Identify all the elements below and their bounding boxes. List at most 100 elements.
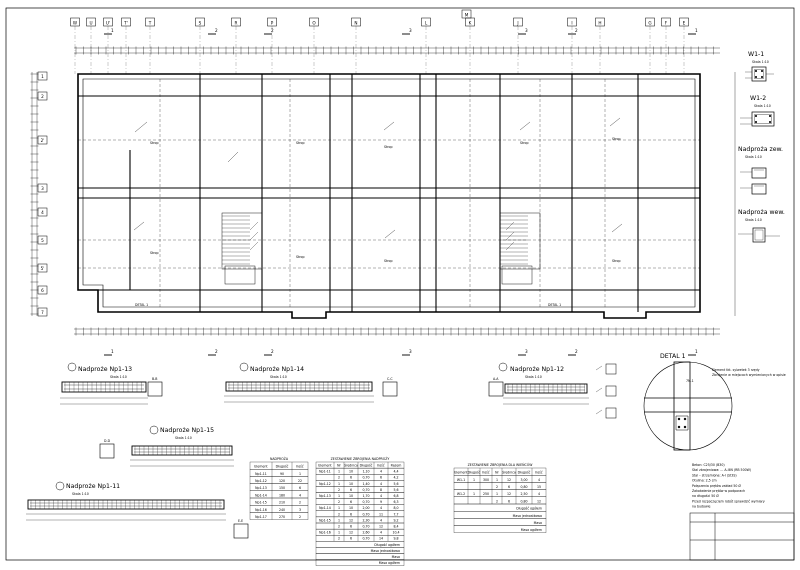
lintel-detail-internal: Nadproża wew. Skala 1:10	[738, 209, 785, 243]
table-cell: Np1-15	[319, 518, 331, 522]
table-cell: Np1-13	[319, 494, 331, 498]
table-cell: 6	[508, 485, 510, 489]
detail-1: DETAL 1 7N-1 Element tkt. sylwetek 3 rzę…	[643, 353, 786, 451]
axis-label: L	[425, 21, 428, 26]
axis-label: O	[312, 21, 316, 26]
room-label: Strop	[612, 259, 621, 263]
section-mark-label: 1	[111, 28, 114, 33]
table-cell: 0,70	[362, 500, 369, 504]
table-cell: W1-2	[457, 492, 465, 496]
lintel-np1-14: Nadproże Np1-14 Skala 1:10 C-C	[224, 362, 398, 403]
lintel-np1-12: Nadproże Np1-12 Skala 1:10 A-A	[488, 362, 589, 405]
axis-label: H	[598, 21, 601, 26]
section-mark-label: 2	[215, 28, 218, 33]
svg-text:D-D: D-D	[104, 439, 111, 443]
lintel-detail-external: Nadproża zew. Skala 1:10	[738, 146, 783, 195]
table-cell: Np1-15	[255, 501, 267, 505]
plan-detail-label: DETAL 1	[548, 303, 561, 307]
table-cell: 300	[483, 478, 489, 482]
detail-zew-scale: Skala 1:10	[745, 155, 762, 159]
note-line: Otulina: 2,5 cm	[692, 479, 717, 483]
table-header-cell: Nr	[337, 464, 341, 468]
table-cell: 12	[349, 531, 353, 535]
axis-bubble	[37, 183, 48, 193]
table-cell: 0,70	[362, 512, 369, 516]
beam-lines	[78, 79, 700, 307]
table-row	[315, 510, 405, 518]
table-cell: Np1-12	[319, 482, 331, 486]
table-header-cell: Ilość	[296, 465, 303, 469]
section-mark-label: 1	[111, 349, 114, 354]
table-cell: 2	[338, 525, 340, 529]
note-line: Beton: C25/30 (B30)	[692, 463, 725, 467]
table-cell: 4	[538, 478, 540, 482]
table-cell: 15	[537, 485, 541, 489]
detail-1-title: DETAL 1	[660, 353, 686, 360]
svg-text:B-B: B-B	[152, 377, 157, 381]
center-axis-label: M	[461, 9, 472, 19]
table-footer-label: Długość ogółem	[516, 507, 542, 511]
note-line: Przed rozpoczęciem robót sprawdzić wymia…	[692, 499, 765, 503]
lintel-np1-15: Nadproże Np1-15 Skala 1:10 D-D	[99, 425, 234, 467]
axis-bubble	[37, 307, 48, 317]
table-cell: Np1-12	[255, 479, 267, 483]
table-cell: 9	[380, 500, 382, 504]
table-cell: 0,70	[362, 488, 369, 492]
table-cell: 12	[507, 492, 511, 496]
detail-w1-2-title: W1-2	[750, 95, 766, 102]
table-cell: 5,6	[393, 488, 398, 492]
table-header-cell: Razem	[391, 464, 402, 468]
table-row	[315, 474, 405, 481]
ringbeam-reinforcement-table: ZESTAWIENIE ZBROJENIA DLA WIEŃCÓWElement…	[453, 462, 547, 533]
axis-bubble	[37, 71, 48, 81]
table-cell: 6	[508, 499, 510, 503]
table-cell: 8	[380, 488, 382, 492]
table-footer-label: Masa jednostkowa	[371, 549, 400, 553]
table-cell: 1	[338, 506, 340, 510]
table-header-cell: Długość	[468, 471, 481, 475]
axis-label: 2	[41, 94, 44, 99]
table-footer-label: Masa jednostkowa	[513, 514, 542, 518]
note-line: na długości 50 Ø	[692, 493, 719, 498]
table-cell: 6	[350, 500, 352, 504]
table-cell: 2	[338, 500, 340, 504]
room-label: Strop	[384, 259, 393, 263]
table-cell: 8,0	[393, 506, 398, 510]
table-cell: 2	[338, 537, 340, 541]
table-cell: 0,80	[520, 499, 527, 503]
section-mark-label: 1	[695, 28, 698, 33]
table-cell: 6	[350, 537, 352, 541]
table-footer-label: Masa	[534, 521, 542, 525]
table-cell: 6	[350, 488, 352, 492]
table-title: NADPROŻA	[270, 456, 289, 461]
axis-label: 6	[41, 288, 44, 293]
axis-label: J	[516, 21, 518, 26]
table-cell: 4	[299, 493, 301, 497]
axis-label: 4	[41, 210, 44, 215]
svg-text:C-C: C-C	[387, 377, 393, 381]
table-cell: 12	[349, 518, 353, 522]
room-label: Strop	[150, 141, 159, 145]
svg-text:Element tkt. sylwetek 3 rzędy: Element tkt. sylwetek 3 rzędy	[712, 368, 760, 372]
table-cell: 22	[298, 479, 302, 483]
table-header-cell: Element	[254, 465, 268, 469]
table-footer-label: Długość ogółem	[374, 543, 400, 547]
table-cell: 2,60	[362, 531, 369, 535]
dimension-lines	[31, 47, 736, 335]
table-cell: 0,70	[362, 537, 369, 541]
section-mark-label: 2	[575, 28, 578, 33]
svg-text:Skala 1:10: Skala 1:10	[110, 375, 127, 379]
axis-label: F	[665, 21, 668, 26]
axis-label: W	[73, 21, 77, 26]
table-row	[453, 482, 547, 490]
room-label: Strop	[296, 141, 305, 145]
axis-label: P	[271, 21, 274, 26]
table-cell: 1	[496, 478, 498, 482]
table-row	[453, 496, 547, 505]
lintel-stirrups	[30, 382, 585, 509]
lintel-np1-14-title: Nadproże Np1-14	[250, 366, 304, 373]
